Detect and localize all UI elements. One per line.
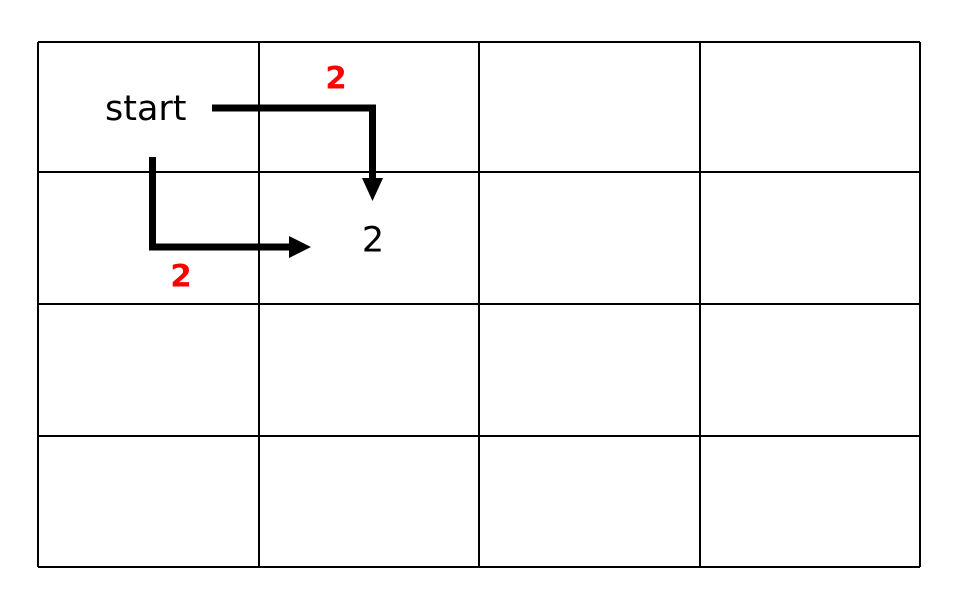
cost-label-top: 2: [325, 60, 347, 97]
path-over-then-down-line: [212, 104, 376, 182]
arrowhead-right-icon: [289, 236, 311, 258]
path-down-then-over: [149, 157, 311, 258]
arrowhead-down-icon: [362, 178, 383, 201]
path-down-then-over-line: [149, 157, 292, 251]
cell-value-label: 2: [361, 220, 385, 261]
grid-horizontal-lines: [38, 40, 920, 569]
cost-label-left: 2: [170, 258, 192, 295]
start-label: start: [105, 89, 187, 129]
path-over-then-down: [212, 104, 383, 201]
